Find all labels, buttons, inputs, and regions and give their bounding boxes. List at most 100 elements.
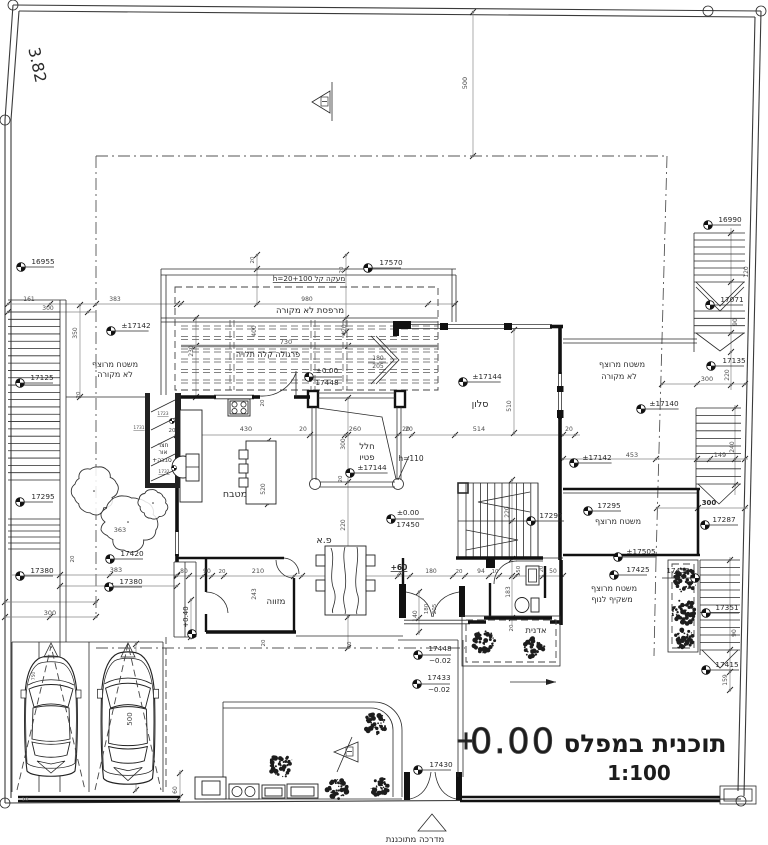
plan-label: 220 <box>504 506 511 518</box>
plan-label: 300 <box>340 438 347 450</box>
plan-label: 20 <box>565 426 573 433</box>
tree-outline <box>137 489 169 520</box>
plan-label: 1723 <box>157 411 168 417</box>
plan-label: 510 <box>506 400 513 412</box>
plan-label: 400 <box>251 325 258 337</box>
elevation-value: ±0.00 <box>316 366 339 375</box>
survey-point-icon <box>7 0 19 11</box>
plan-label: 260 <box>349 425 361 433</box>
parking <box>11 641 180 803</box>
elevation-value: ±0.00 <box>397 508 420 517</box>
plan-label: 520 <box>260 483 267 495</box>
stairs-east-bottom <box>699 559 740 669</box>
elevation-value: ±17505 <box>626 547 655 556</box>
elevation-value: ±17140 <box>649 399 679 408</box>
elevation-value: 17450 <box>666 566 690 575</box>
plan-label: 220 <box>724 369 731 381</box>
elevation-marker <box>169 418 175 424</box>
plan-label: 80 <box>180 568 188 575</box>
south-planter <box>461 615 561 667</box>
elevation-value: ±17144 <box>472 372 502 381</box>
plan-label: 240 <box>729 441 736 453</box>
plan-label: 205 <box>372 363 384 370</box>
elevation-marker: 17450 <box>662 566 700 583</box>
chair <box>238 449 249 460</box>
plan-label: 500 <box>461 77 469 89</box>
title-block: תוכנית במפלס + 0.00 1:100 <box>455 722 727 785</box>
stairs-interior <box>457 482 539 560</box>
plan-label: משקיף לנוף <box>591 595 632 604</box>
plan-label: מרפסת לא מקורה <box>276 306 344 316</box>
plan-label: סלון <box>472 399 489 410</box>
plan-label: חלל <box>359 442 374 452</box>
plan-label: 30 <box>347 641 353 648</box>
elevation-marker: 16955 <box>16 257 55 272</box>
tree-dark <box>324 778 350 800</box>
plan-label: 150 <box>516 565 522 576</box>
elevation-markers-layer: 1695517125±17142172951738017420173801757… <box>15 215 746 775</box>
plan-label: 1732 <box>158 469 169 475</box>
entry-gate <box>404 771 462 800</box>
plan-label: 20 <box>260 399 266 406</box>
elevation-marker: 17430 <box>413 760 453 775</box>
elevation-marker: 17287 <box>700 515 738 530</box>
plan-label: משטח מרוצף <box>591 584 637 593</box>
plan-label: 1731 <box>133 425 144 431</box>
plan-label: 300 <box>701 375 713 383</box>
plan-label: 210 <box>252 567 264 575</box>
plan-label: 20 <box>402 426 410 433</box>
survey-point-icon <box>702 5 714 17</box>
elevation-value: 16955 <box>31 257 54 266</box>
elevation-value: 17125 <box>30 373 53 382</box>
plan-label: 363 <box>114 526 126 534</box>
chair <box>238 463 249 474</box>
plan-level-sign: + <box>455 726 477 756</box>
car <box>20 655 82 777</box>
plan-label: 180 <box>424 603 430 614</box>
elevation-value: 17287 <box>712 515 736 524</box>
plan-level-value: 0.00 <box>470 722 556 762</box>
plan-label: 20 <box>299 426 307 433</box>
elevation-value: 17448 <box>428 644 452 653</box>
elevation-marker: ±17144 <box>458 372 502 387</box>
elevation-marker: 17425 <box>609 565 650 580</box>
tree-dark <box>471 630 497 654</box>
elevation-marker: ±17140 <box>636 399 679 414</box>
plan-label: 94 <box>477 568 485 575</box>
chair <box>315 579 326 592</box>
plan-label: 383 <box>110 566 122 574</box>
plan-label: +60 <box>391 563 408 572</box>
stairs-east-mid <box>695 407 741 505</box>
elevation-value: 17570 <box>379 258 403 267</box>
elevation-marker: ±17505 <box>613 547 656 562</box>
stove <box>227 398 251 417</box>
elevation-value: 17425 <box>626 565 649 574</box>
tree-dark <box>523 636 546 660</box>
plan-label: 60 <box>172 786 179 794</box>
trees-layer <box>70 466 697 800</box>
bathroom-sink <box>525 565 540 586</box>
plan-label: +0.40 <box>182 606 190 627</box>
plan-label: 20 <box>70 555 76 562</box>
tree-dark <box>364 712 387 736</box>
elevation-value-sub: 17450 <box>396 520 420 529</box>
plan-label: מדרכה מתוכננת <box>386 835 445 845</box>
survey-point-icon <box>0 114 11 126</box>
plan-label: 453 <box>626 451 638 459</box>
plan-label: 161 <box>23 296 35 303</box>
elevation-marker <box>171 465 177 471</box>
plan-label: 149 <box>714 451 726 459</box>
elevation-marker: ±17142 <box>106 321 151 336</box>
plan-label: 183 <box>505 586 512 598</box>
chair <box>365 579 376 592</box>
plan-label: חצר <box>158 442 169 449</box>
plan-label: 20 <box>509 624 515 631</box>
plan-label: 350 <box>72 327 79 339</box>
plan-label: 20 <box>339 266 345 273</box>
plan-label: אור <box>158 449 167 456</box>
tree-dark <box>671 599 697 626</box>
stairs-west <box>8 299 67 642</box>
elevation-value: 16990 <box>718 215 742 224</box>
elevation-marker: 17125 <box>15 373 54 388</box>
